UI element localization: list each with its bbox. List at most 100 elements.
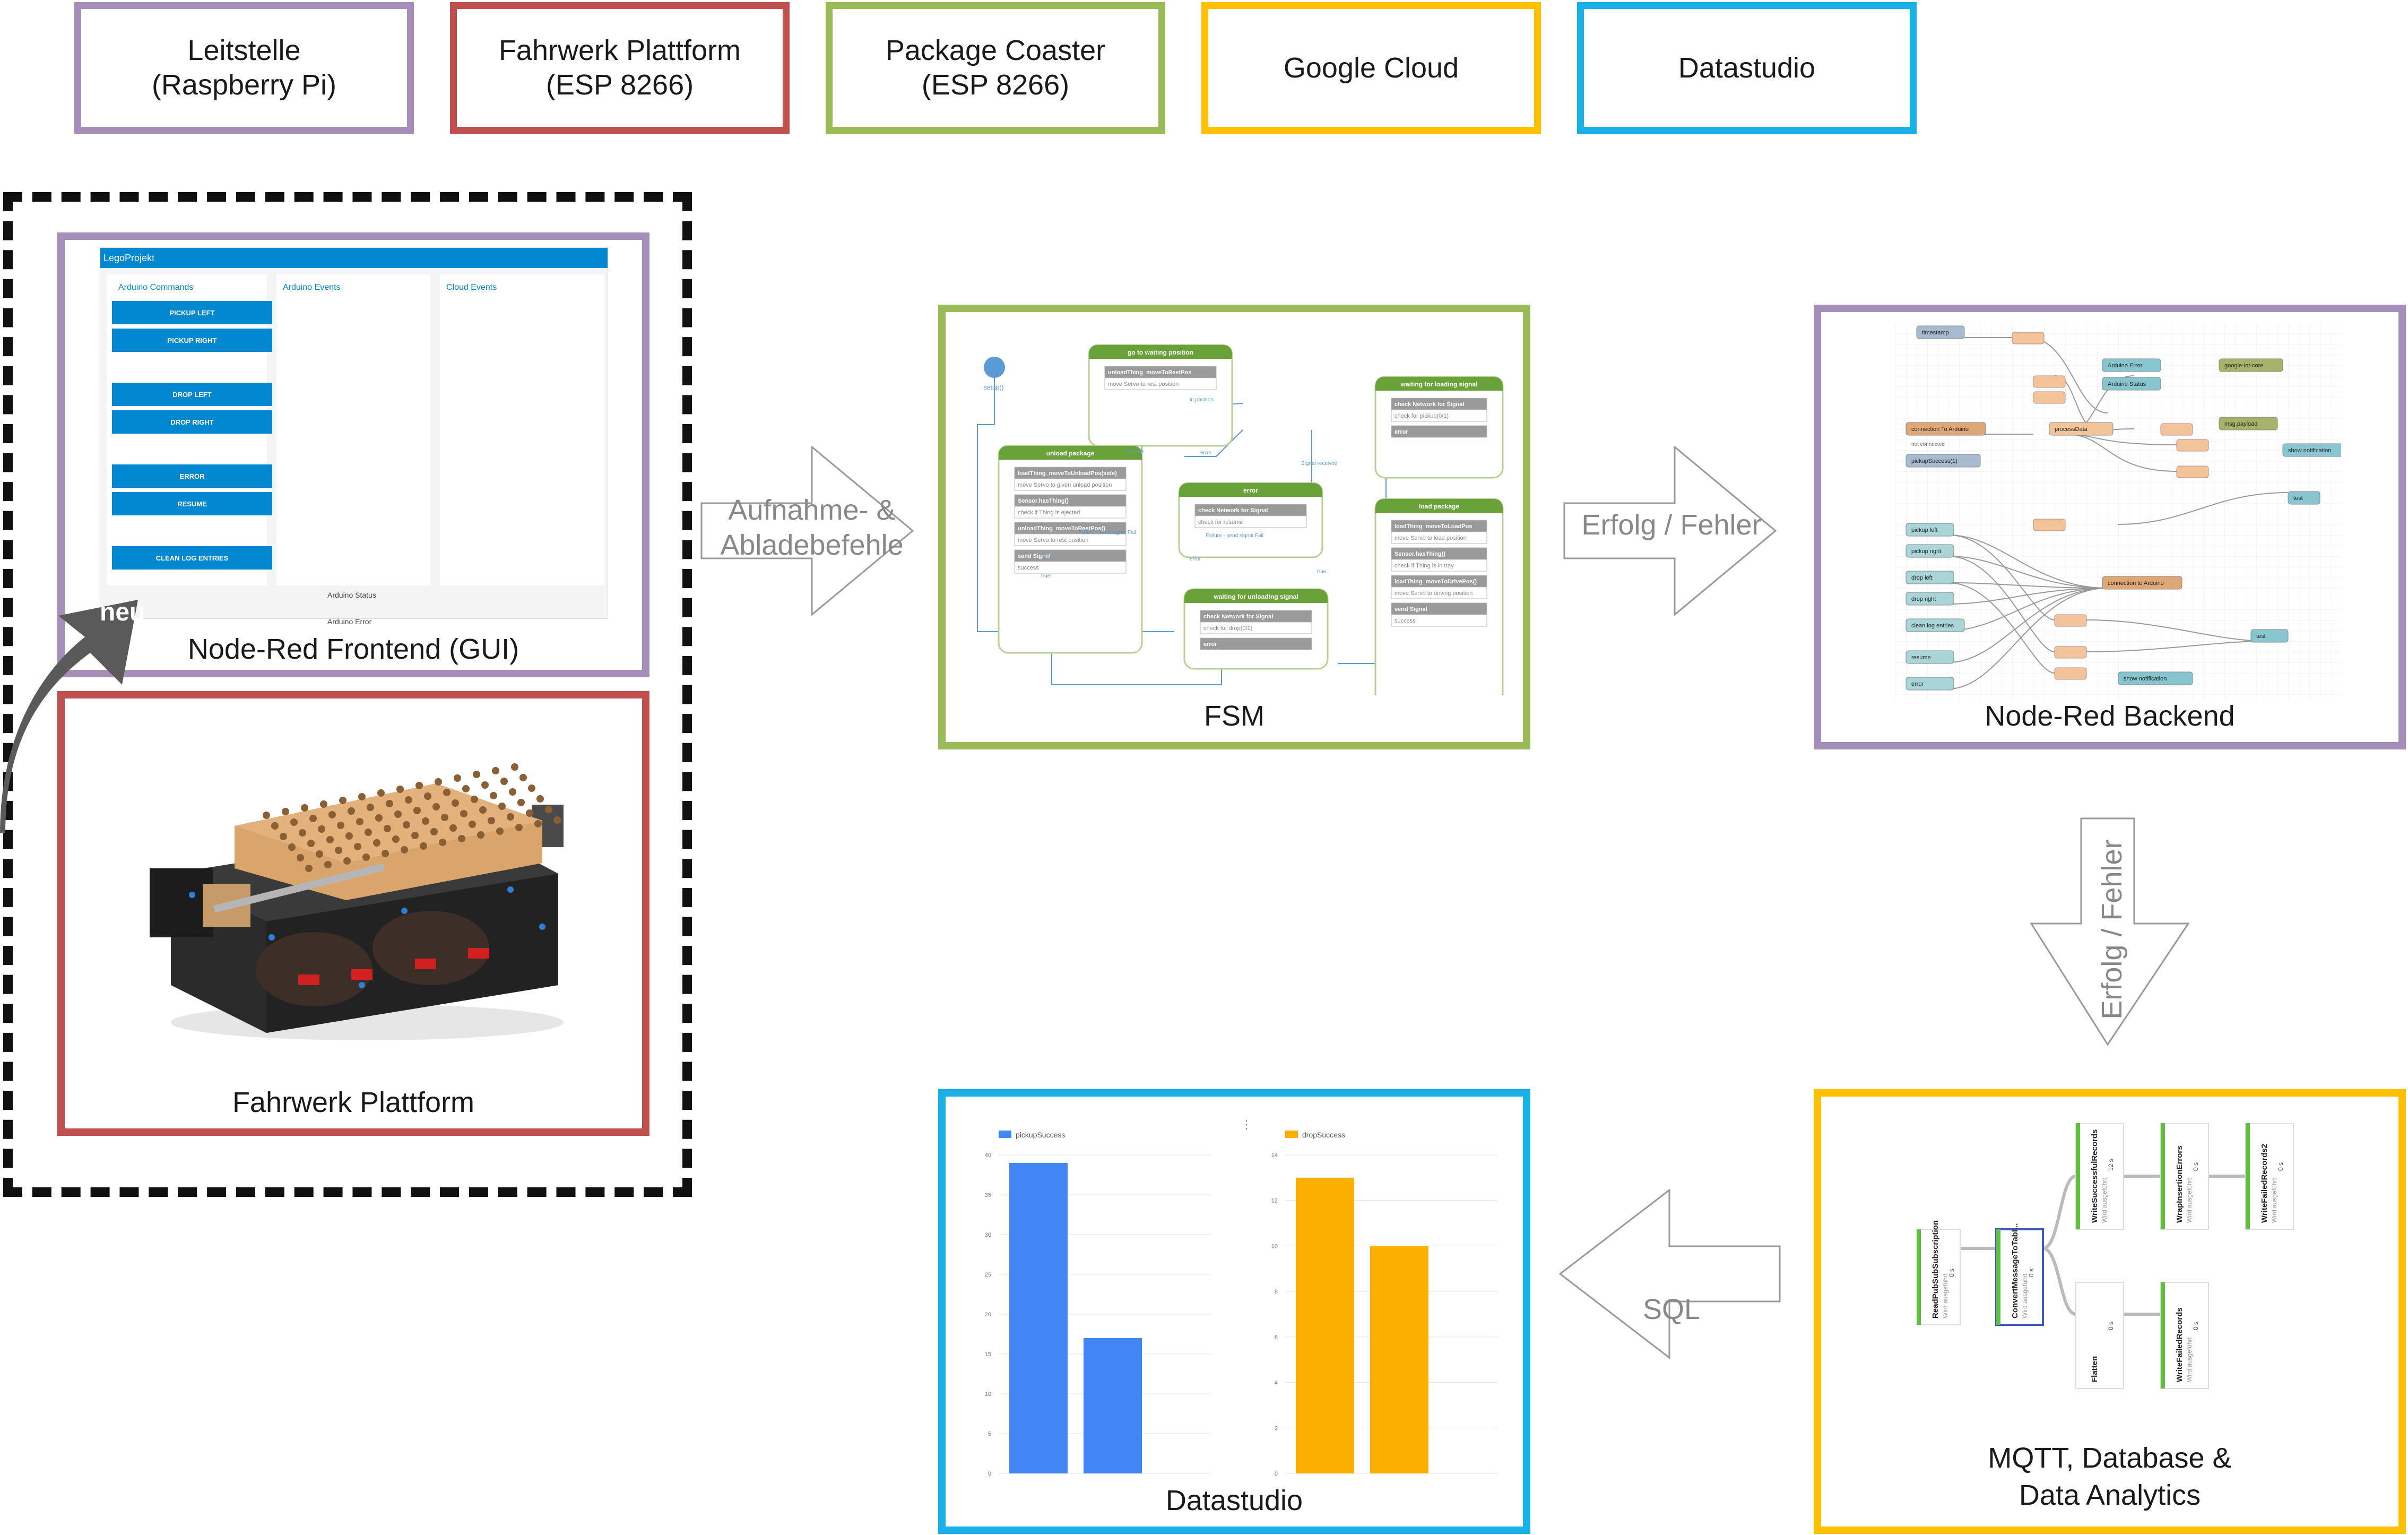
chart-bar <box>1084 1338 1142 1473</box>
legend-item: Google Cloud <box>1201 2 1541 134</box>
drop-left-button[interactable]: DROP LEFT <box>112 383 272 406</box>
backend-node-label: drop right <box>1911 596 1936 602</box>
fsm-state-item: unloadThing_moveToRestPos <box>1108 369 1191 376</box>
chart-y-tick: 40 <box>985 1152 991 1159</box>
backend-node-label: resume <box>1911 654 1931 661</box>
dataflow-step-time: 0 s <box>2192 1322 2199 1330</box>
legend-item: Leitstelle(Raspberry Pi) <box>74 2 414 134</box>
error-button[interactable]: ERROR <box>112 464 272 488</box>
chart-y-tick: 10 <box>1271 1243 1278 1249</box>
drop-right-button[interactable]: DROP RIGHT <box>112 410 272 434</box>
chart-legend-swatch <box>1285 1131 1298 1138</box>
chart-y-tick: 10 <box>985 1391 991 1398</box>
fsm-state-item: error <box>1203 641 1217 648</box>
legend-item: Fahrwerk Plattform(ESP 8266) <box>450 2 790 134</box>
fsm-state-title: waiting for loading signal <box>1400 381 1478 388</box>
chart-y-tick: 8 <box>1275 1289 1278 1295</box>
dataflow-step-name: WriteFailedRecords2 <box>2260 1144 2269 1223</box>
dataflow-step-status: Wird ausgeführt <box>2101 1178 2108 1223</box>
dataflow-step-status: Wird ausgeführt <box>2186 1178 2193 1223</box>
dataflow-step-time: 0 s <box>2192 1162 2199 1171</box>
legend-item: Datastudio <box>1577 2 1917 134</box>
legend-title: Package Coaster <box>886 33 1105 68</box>
fsm-state-item: success <box>1018 565 1039 571</box>
gui-column-events <box>276 274 430 585</box>
fsm-state-title: unload package <box>1046 450 1095 457</box>
clean-log-button[interactable]: CLEAN LOG ENTRIES <box>112 546 272 570</box>
dataflow-step-status: Wird ausgeführt <box>2271 1178 2278 1223</box>
backend-node-label: pickup right <box>1911 548 1941 555</box>
legend-title: Fahrwerk Plattform <box>499 33 741 68</box>
dataflow-graph: ReadPubSubSubscriptionWird ausgeführt0 s… <box>1917 1123 2362 1404</box>
fsm-transition-label: resume <box>1126 449 1144 455</box>
legend-subtitle: (ESP 8266) <box>546 68 694 102</box>
chart-y-tick: 35 <box>985 1192 991 1198</box>
fsm-transition-label: Failure - send signal Fail <box>1078 530 1136 536</box>
backend-node-label: error <box>1911 681 1924 687</box>
fsm-transition-label: true <box>1317 569 1327 575</box>
backend-node-label: processData <box>2055 426 2088 433</box>
arduino-status-label: Arduino Status <box>327 591 376 599</box>
resume-button[interactable]: RESUME <box>112 492 272 515</box>
fsm-caption: FSM <box>946 700 1523 732</box>
fsm-transition-label: error <box>1200 450 1212 456</box>
chart-y-tick: 6 <box>1275 1334 1278 1341</box>
backend-node-label: msg.payload <box>2224 421 2257 427</box>
fsm-state-item: check for pickup(0/1) <box>1394 413 1449 419</box>
chart-bar <box>1009 1163 1068 1473</box>
fsm-state-item: move Servo to rest position <box>1018 537 1088 544</box>
backend-node-label: show notification <box>2124 676 2167 682</box>
backend-node-label: clean log entries <box>1911 623 1954 629</box>
chart-y-tick: 15 <box>985 1351 991 1358</box>
dataflow-step-name: ConvertMessageToTabl... <box>2011 1223 2020 1318</box>
fsm-state-title: load package <box>1419 503 1459 510</box>
fsm-transition-label: error <box>1190 556 1201 562</box>
chart-bar <box>1296 1178 1354 1473</box>
dataflow-step-name: Flatten <box>2090 1356 2099 1382</box>
fsm-state-item: move Servo to given unload position <box>1018 482 1112 488</box>
platform-caption: Fahrwerk Plattform <box>65 1086 642 1119</box>
chart-y-tick: 12 <box>1271 1198 1278 1204</box>
fsm-transition-label: true <box>1041 573 1051 579</box>
chart-legend-swatch <box>999 1131 1011 1138</box>
gui-column-header-commands: Arduino Commands <box>118 283 193 292</box>
chart-y-tick: 4 <box>1275 1380 1278 1386</box>
alt-label: alt <box>28 773 57 802</box>
backend-node-label: Arduino Error <box>2108 363 2143 369</box>
dataflow-step-status: Wird ausgeführt <box>2186 1337 2193 1382</box>
fsm-state-item: check for drop(0/1) <box>1203 625 1252 632</box>
dataflow-caption-line1: MQTT, Database & <box>1821 1442 2398 1474</box>
backend-caption: Node-Red Backend <box>1821 700 2398 732</box>
backend-flow: timestampArduino ErrorArduino Statusgoog… <box>1895 323 2341 700</box>
chart-y-tick: 0 <box>1275 1471 1278 1477</box>
dataflow-step-status: Wird ausgeführt <box>2021 1273 2029 1318</box>
chart-y-tick: 0 <box>988 1471 991 1477</box>
fsm-state-item: check if Thing is in tray <box>1394 563 1454 569</box>
datastudio-caption: Datastudio <box>946 1484 1523 1517</box>
backend-node-label: Arduino Status <box>2108 381 2146 387</box>
fsm-state-item: check Network for Signal <box>1394 401 1464 408</box>
backend-node-label: connection To Arduino <box>1911 426 1969 433</box>
fsm-state-item: move Servo to load position <box>1394 535 1467 541</box>
dataflow-step-time: 12 s <box>2107 1159 2115 1171</box>
fsm-state-title: go to waiting position <box>1128 349 1193 356</box>
fsm-state-item: Sensor.hasThing() <box>1018 498 1069 504</box>
chart-y-tick: 5 <box>988 1431 991 1437</box>
chart-y-tick: 20 <box>985 1312 991 1318</box>
chart-y-tick: 25 <box>985 1272 991 1278</box>
fsm-transition-label: Signal received <box>1301 461 1337 467</box>
arduino-error-label: Arduino Error <box>327 617 371 626</box>
sql-arrow <box>1558 1189 1781 1359</box>
backend-node-label: timestamp <box>1922 330 1949 336</box>
backend-node-label: pickupSuccess(1) <box>1911 458 1957 464</box>
gui-column-cloud <box>440 274 604 585</box>
chart-bar <box>1370 1246 1428 1473</box>
dataflow-panel: ReadPubSubSubscriptionWird ausgeführt0 s… <box>1814 1089 2406 1534</box>
gui-column-header-events: Arduino Events <box>283 283 341 292</box>
backend-node-label: pickup left <box>1911 527 1938 533</box>
pickup-right-button[interactable]: PICKUP RIGHT <box>112 329 272 352</box>
pickup-left-button[interactable]: PICKUP LEFT <box>112 301 272 324</box>
backend-node-status: not connected <box>1911 442 1945 447</box>
dataflow-step-time: 0 s <box>2107 1322 2115 1330</box>
result-arrow-1-label: Erfolg / Fehler <box>1571 508 1772 541</box>
